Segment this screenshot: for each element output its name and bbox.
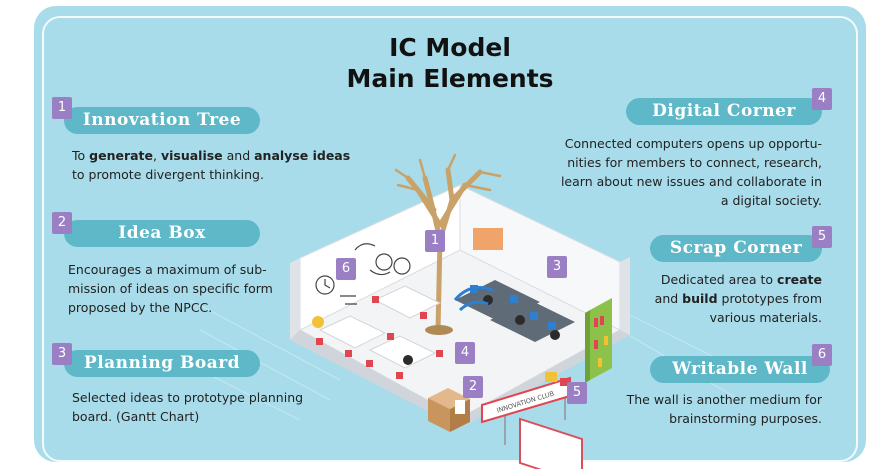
description-line: a digital society. [520, 191, 822, 210]
bold-text: create [777, 272, 822, 287]
scrap-corner [545, 372, 570, 386]
text-run: nities for members to connect, research, [567, 155, 822, 170]
bold-text: analyse ideas [254, 148, 351, 163]
description-line: nities for members to connect, research, [520, 153, 822, 172]
digital-corner-number: 4 [812, 88, 832, 110]
digital-corner-heading: Digital Corner [626, 98, 822, 125]
bold-text: generate [89, 148, 153, 163]
text-run: brainstorming purposes. [669, 411, 822, 426]
description-line: to promote divergent thinking. [72, 165, 350, 184]
text-run: Selected ideas to prototype planning [72, 390, 304, 405]
description-line: Selected ideas to prototype planning [72, 388, 303, 407]
room-marker-5: 5 [567, 382, 587, 404]
wall-edge-left [290, 258, 300, 340]
meeting-tables [312, 285, 443, 379]
description-line: board. (Gantt Chart) [72, 407, 303, 426]
writable-wall-description: The wall is another medium for brainstorm… [580, 390, 822, 428]
floor-grid [179, 299, 761, 421]
digital-corner-description: Connected computers opens up opportu-nit… [520, 134, 822, 210]
bold-text: build [682, 291, 718, 306]
text-run: board. (Gantt Chart) [72, 409, 200, 424]
planning-board [519, 417, 583, 469]
scrap-corner-number: 5 [812, 226, 832, 248]
idea-box-number: 2 [52, 212, 72, 234]
innovation-tree-description: To generate, visualise and analyse ideas… [72, 146, 350, 184]
digital-corner-desks [455, 280, 575, 342]
description-line: brainstorming purposes. [580, 409, 822, 428]
description-line: mission of ideas on specific form [68, 279, 273, 298]
title-line-1: IC Model [389, 33, 511, 62]
scrap-corner-heading: Scrap Corner [650, 235, 822, 262]
description-line: learn about new issues and collaborate i… [520, 172, 822, 191]
room-marker-6: 6 [336, 258, 356, 280]
idea-box-description: Encourages a maximum of sub-mission of i… [68, 260, 273, 317]
description-line: Encourages a maximum of sub- [68, 260, 273, 279]
wall-window [473, 228, 503, 250]
description-line: various materials. [600, 308, 822, 327]
text-run: prototypes from [717, 291, 823, 306]
text-run: and [654, 291, 683, 306]
text-run: To [72, 148, 90, 163]
text-run: Dedicated area to [660, 272, 778, 287]
text-run: learn about new issues and collaborate i… [560, 174, 822, 189]
text-run: various materials. [709, 310, 822, 325]
room-marker-4: 4 [455, 342, 475, 364]
text-run: to promote divergent thinking. [72, 167, 264, 182]
text-run: a digital society. [720, 193, 822, 208]
description-line: Connected computers opens up opportu- [520, 134, 822, 153]
planning-board-description: Selected ideas to prototype planning boar… [72, 388, 303, 426]
bookshelf [585, 298, 612, 383]
writable-wall-number: 6 [812, 344, 832, 366]
idea-box-heading: Idea Box [64, 220, 260, 247]
room-marker-2: 2 [463, 376, 483, 398]
idea-box [428, 388, 470, 432]
bold-text: visualise [160, 148, 223, 163]
innovation-tree-number: 1 [52, 97, 72, 119]
panel-border [42, 16, 858, 462]
planning-board-number: 3 [52, 343, 72, 365]
description-line: To generate, visualise and analyse ideas [72, 146, 350, 165]
room-marker-3: 3 [547, 256, 567, 278]
innovation-tree-heading: Innovation Tree [64, 107, 260, 134]
text-run: Connected computers opens up opportu- [564, 136, 822, 151]
text-run: and [222, 148, 255, 163]
text-run: mission of ideas on specific form [68, 281, 273, 296]
wall-doodles [315, 243, 411, 305]
title-line-2: Main Elements [346, 64, 554, 93]
planning-board-heading: Planning Board [64, 350, 260, 377]
writable-wall-heading: Writable Wall [650, 356, 830, 383]
text-run: proposed by the NPCC. [68, 300, 213, 315]
text-run: The wall is another medium for [626, 392, 822, 407]
wifi-symbol [453, 286, 494, 312]
description-line: proposed by the NPCC. [68, 298, 273, 317]
description-line: Dedicated area to create [600, 270, 822, 289]
wall-edge-right [620, 257, 630, 335]
text-run: Encourages a maximum of sub- [68, 262, 267, 277]
description-line: and build prototypes from [600, 289, 822, 308]
room-marker-1: 1 [425, 230, 445, 252]
description-line: The wall is another medium for [580, 390, 822, 409]
text-run: , [153, 148, 161, 163]
